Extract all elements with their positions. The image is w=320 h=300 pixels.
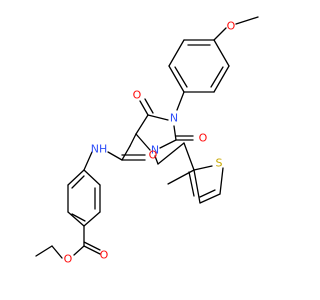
bond [168, 65, 185, 93]
bond [73, 245, 85, 256]
atom-labels: O O N O N O NH S O O [64, 20, 236, 266]
bond [183, 142, 195, 171]
bond [51, 245, 63, 259]
bond [67, 211, 85, 227]
atom-label-s-thiophene: S [216, 157, 223, 170]
bond [144, 98, 154, 114]
bond [35, 245, 53, 257]
bond [121, 145, 131, 161]
bond [83, 151, 93, 171]
bond [193, 169, 201, 204]
bond [83, 241, 101, 251]
atom-label-o-methoxy: O [227, 20, 236, 33]
bond [71, 175, 85, 189]
bond [107, 151, 123, 161]
bond [83, 211, 101, 227]
bond [129, 133, 137, 147]
bond [219, 167, 224, 195]
bond [213, 39, 230, 67]
bond [176, 91, 185, 111]
bond [193, 165, 213, 171]
bond [168, 39, 185, 67]
bond [147, 114, 169, 121]
bond [71, 213, 86, 222]
bond [174, 66, 188, 88]
bond [213, 27, 227, 41]
bond [83, 245, 101, 255]
atom-label-n3: N [151, 144, 159, 157]
atom-label-o-c5: O [133, 89, 142, 102]
bond [67, 169, 85, 186]
bond [135, 114, 149, 135]
atom-label-o-c2: O [199, 132, 208, 145]
bond [188, 171, 195, 197]
bond [135, 133, 151, 151]
bond [83, 169, 101, 186]
bond [159, 139, 177, 149]
bond [173, 125, 177, 141]
bond [235, 16, 259, 25]
atom-label-o-amide: O [149, 149, 158, 162]
atom-label-o-ester-alkoxy: O [64, 253, 73, 266]
bond [199, 193, 221, 204]
bonds [35, 16, 259, 259]
atom-label-o-ester-carbonyl: O [100, 249, 109, 262]
molecule-structure: O O N O N O NH S O O [35, 16, 259, 266]
atom-label-n1: N [170, 112, 178, 125]
bond [154, 155, 159, 165]
bond [210, 66, 224, 88]
atom-label-nh-amide: NH [91, 143, 108, 156]
bond [157, 142, 185, 165]
bond [167, 169, 195, 185]
bond [139, 100, 149, 116]
bond [213, 65, 230, 93]
bond [199, 189, 216, 198]
